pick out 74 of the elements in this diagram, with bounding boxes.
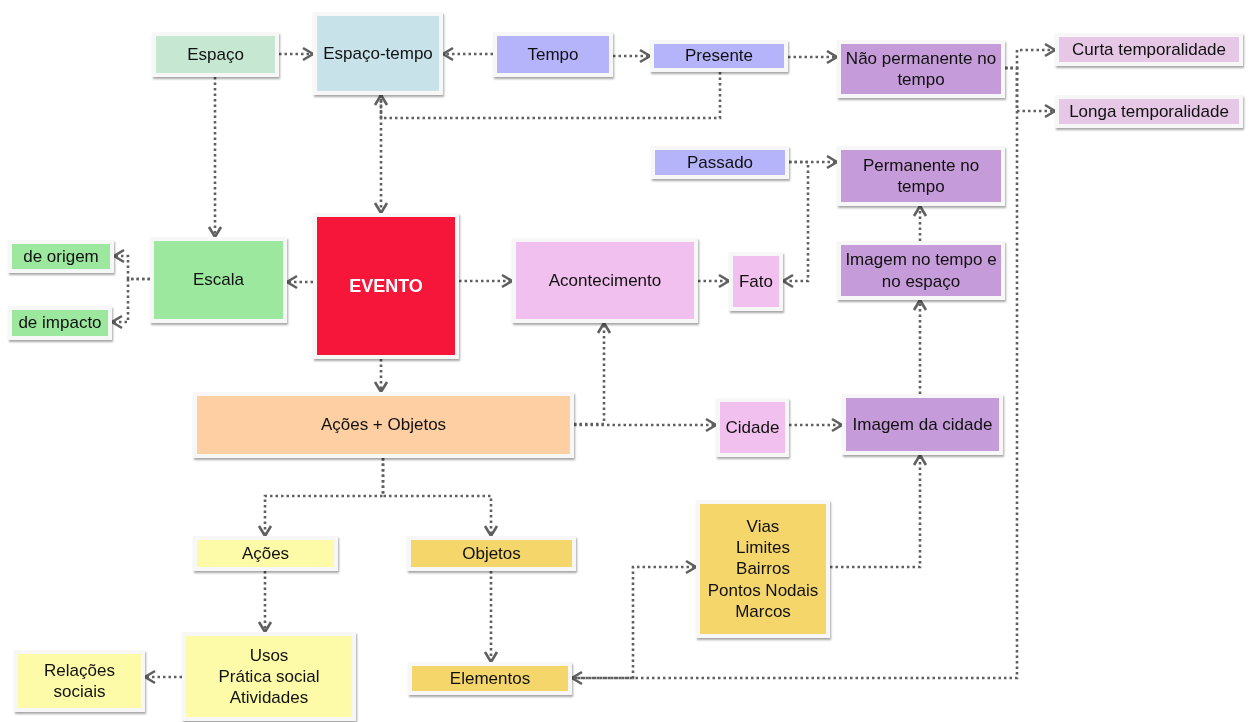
box-label: Prática social [218,665,320,688]
concept-box [837,241,1005,300]
arrow [373,359,389,394]
concept-box [152,32,279,77]
box-label: Longa temporalidade [1069,100,1229,123]
concept-box [313,213,459,359]
concept-box [729,252,783,311]
arrow [373,72,722,120]
arrow [373,95,389,215]
box-label: de origem [23,245,99,268]
concept-box [842,394,1003,455]
arrow [257,571,273,634]
concept-box [837,40,1005,98]
box-label: Cidade [725,416,780,439]
concept-box [512,238,698,323]
box-label: Elementos [449,667,531,690]
box-label: Marcos [735,600,791,623]
arrow [574,321,612,426]
arrow [459,273,514,289]
box-label: Imagem no tempo e no espaço [844,249,998,292]
box-label: Vias [746,515,780,538]
concept-box [716,398,789,457]
box-label: Espaço-tempo [323,42,433,65]
box-label: Limites [736,537,790,559]
box-label: Bairros [736,558,790,580]
concept-box [182,632,356,721]
box-label: Usos [249,644,289,666]
concept-box [408,662,572,695]
concept-box [407,536,576,571]
box-label: Presente [684,45,753,67]
concept-box [1055,95,1243,128]
box-label: Fato [739,270,773,293]
box-label: Objetos [462,542,521,565]
concept-box [651,146,789,179]
box-label: Ações + Objetos [320,414,447,436]
box-label: Relações sociais [43,659,116,703]
box-label: Escala [193,269,244,291]
arrow [207,77,223,239]
concept-box [1055,33,1243,66]
concept-box [8,306,112,340]
concept-box [8,240,114,273]
box-label: de impacto [18,312,102,334]
arrow [912,204,928,241]
arrow [483,571,499,664]
box-label: Permanente no tempo [861,154,981,198]
arrow [279,46,315,62]
box-label: Não permanente no tempo [844,47,998,91]
arrow [698,273,731,289]
box-label: Passado [686,151,754,174]
concept-box [193,536,338,571]
arrow [613,48,652,64]
box-label: Tempo [527,43,579,66]
arrow [789,417,844,433]
arrow [788,49,839,65]
concept-box [150,237,287,323]
box-label: Ações [241,542,290,565]
box-label: Pontos Nodais [707,579,819,601]
arrow [381,458,499,538]
box-label: Espaço [187,43,244,66]
box-label: Curta temporalidade [1072,38,1226,61]
concept-box [313,12,443,95]
box-label: Acontecimento [548,269,662,292]
concept-box [493,32,613,77]
concept-box [696,500,830,638]
concept-box [14,650,145,712]
concept-box [193,392,574,458]
arrow [912,298,928,394]
box-label: Atividades [229,687,309,709]
arrow [830,453,928,569]
box-label: EVENTO [349,274,423,298]
arrow [574,417,718,433]
concept-box [837,146,1005,206]
box-label: Imagem da cidade [852,413,993,436]
concept-box [650,40,788,72]
